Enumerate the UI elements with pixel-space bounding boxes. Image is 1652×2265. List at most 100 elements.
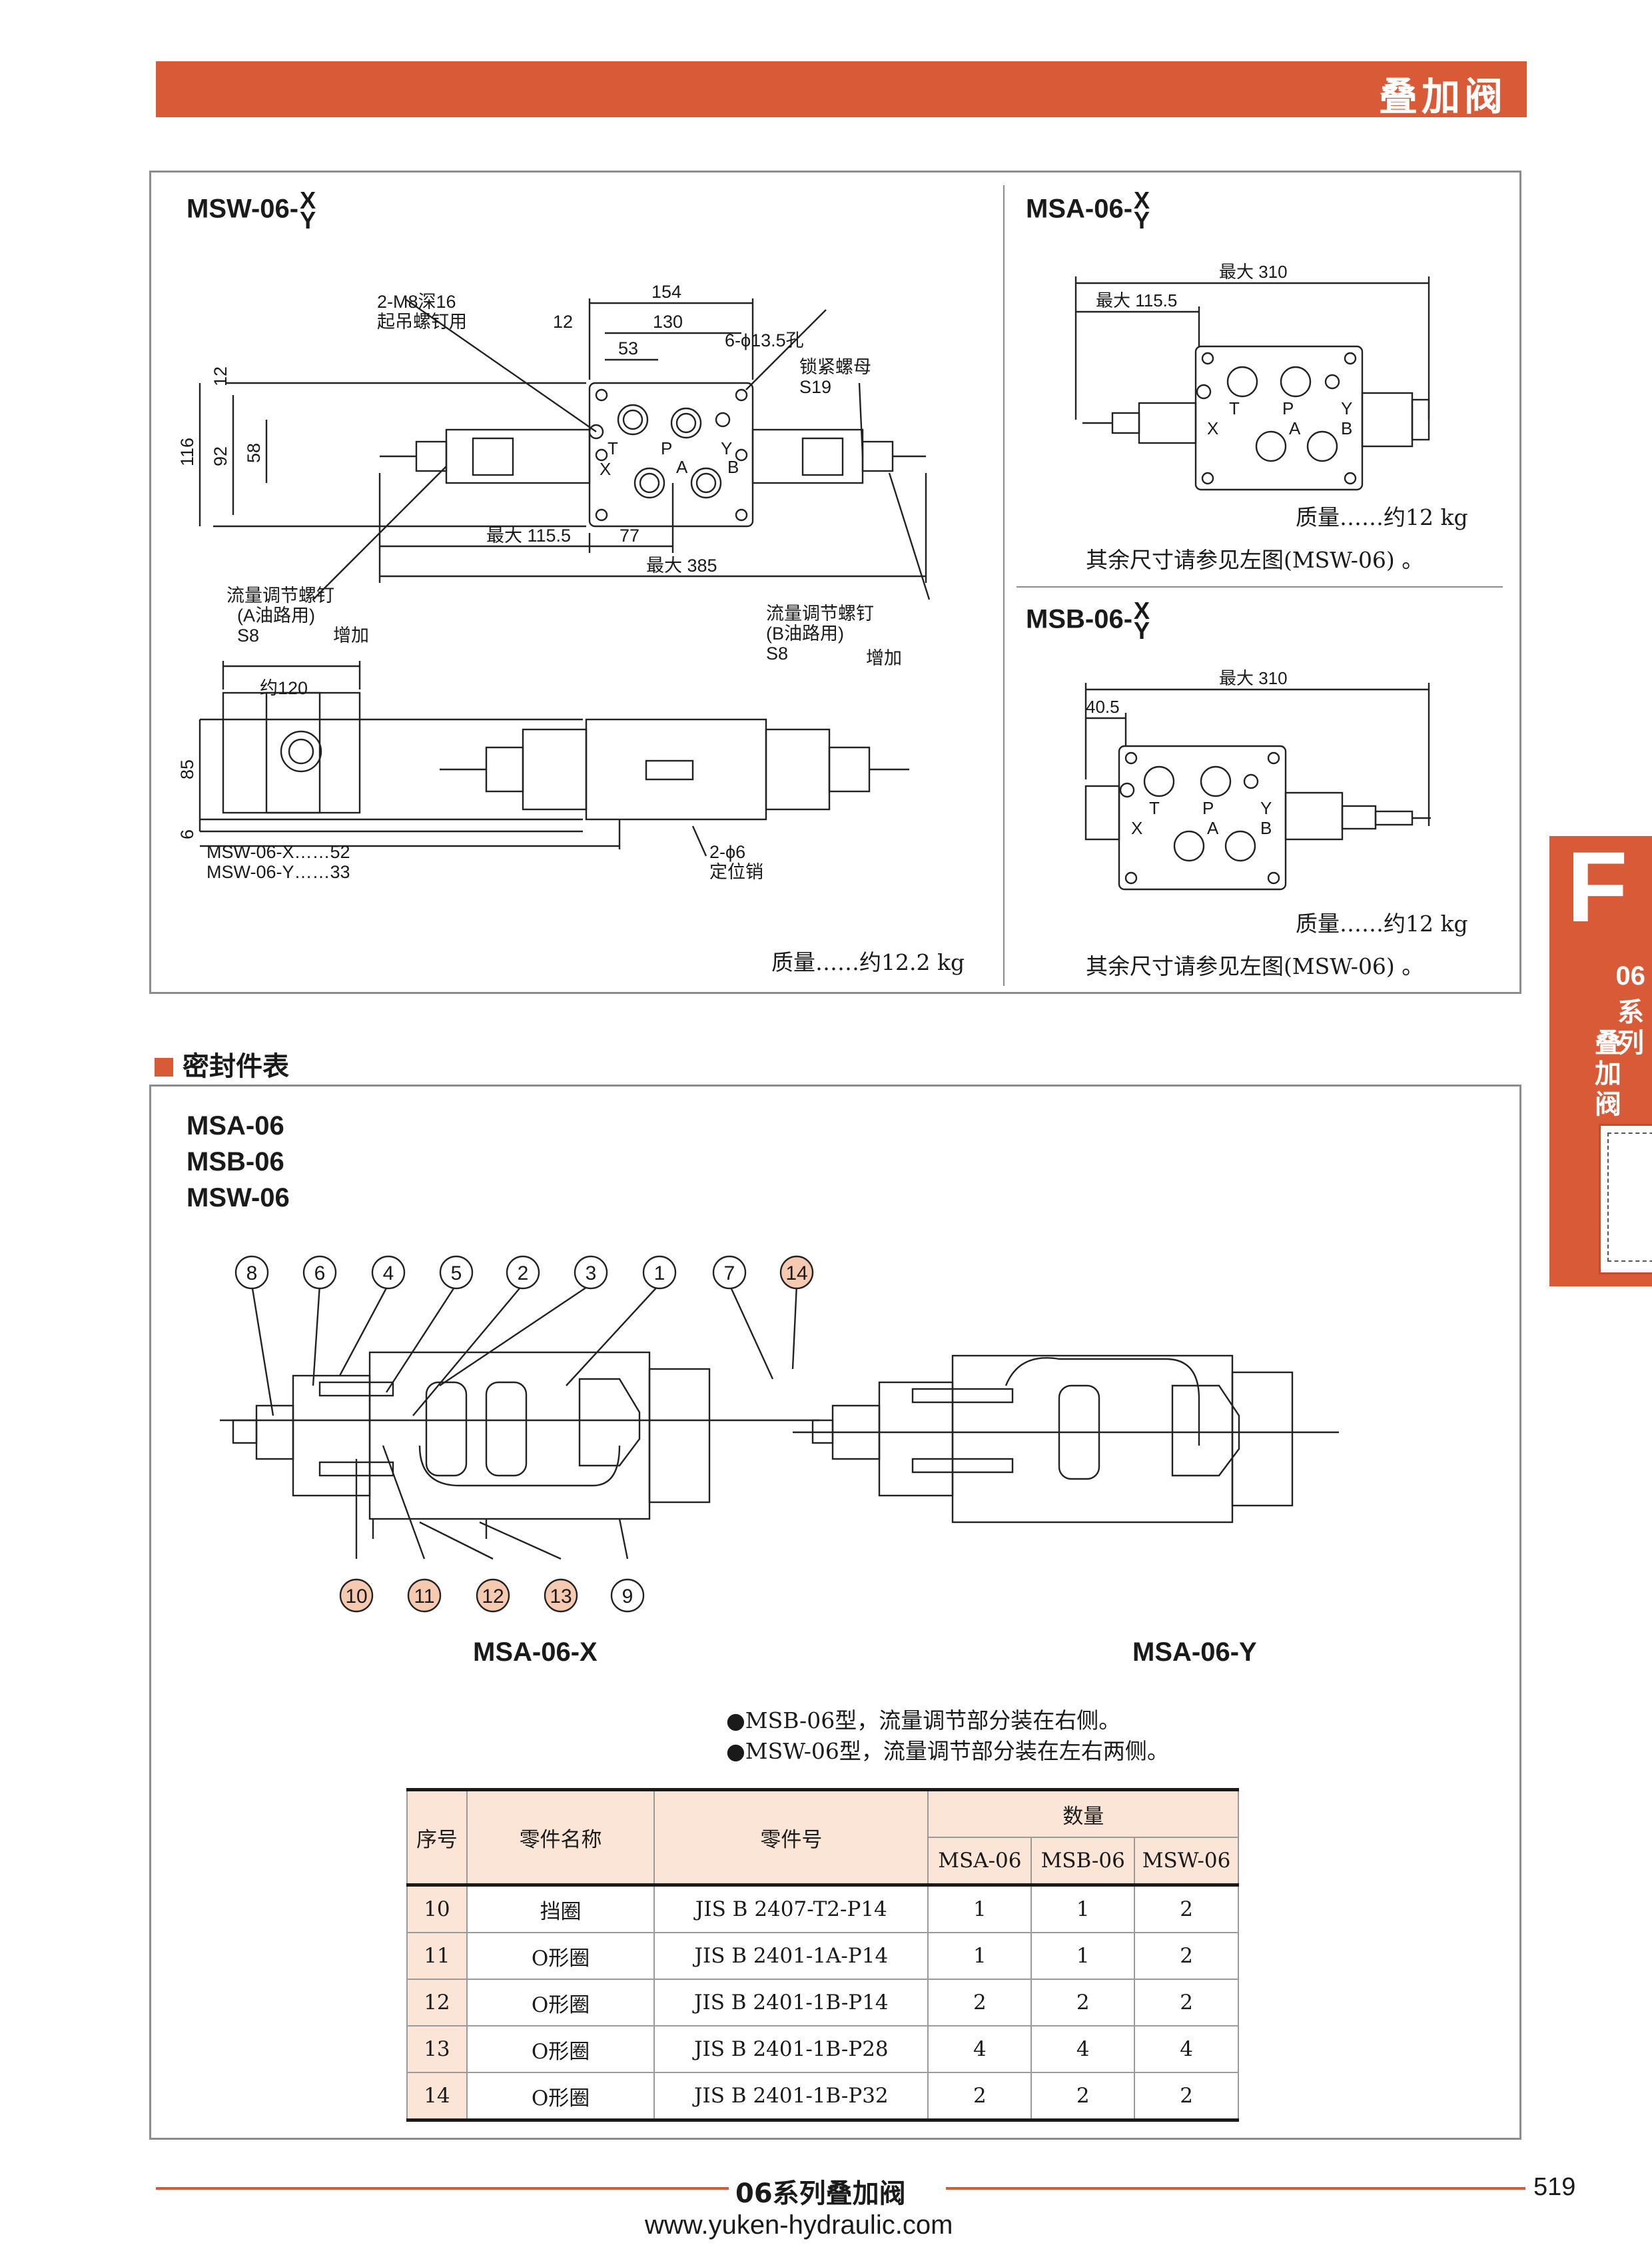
- row-part: JIS B 2401-1B-P32: [653, 2072, 929, 2121]
- side-tab-series-number: 06: [1615, 961, 1646, 991]
- side-tab-letter: F: [1567, 831, 1628, 943]
- callout-8-label: 8: [246, 1262, 258, 1284]
- row-qty-msa: 2: [927, 2072, 1032, 2121]
- dim-about-120: 约120: [260, 678, 308, 698]
- dim-max-385: 最大 385: [646, 556, 717, 576]
- col-header-msw: MSW-06: [1134, 1837, 1239, 1886]
- row-no: 12: [406, 1979, 468, 2027]
- callout-10-label: 10: [345, 1586, 367, 1607]
- row-part: JIS B 2401-1A-P14: [653, 1932, 929, 1980]
- header-bar: 叠加阀: [156, 61, 1527, 119]
- page-title: 叠加阀: [1378, 74, 1507, 119]
- msa-mass: 质量……约12 kg: [1296, 504, 1468, 530]
- dim-154: 154: [651, 282, 681, 302]
- msa-max-310: 最大 310: [1219, 262, 1288, 282]
- dim-6: 6: [177, 829, 197, 839]
- side-tab-index-box: [1599, 1124, 1652, 1274]
- dim-12-top: 12: [553, 312, 573, 332]
- side-tab: F 06 系 列 叠 加 阀: [1549, 831, 1652, 1286]
- pin-label: 2-ϕ6: [709, 842, 745, 862]
- msb-model-y: Y: [1134, 617, 1150, 644]
- callout-6-label: 6: [314, 1262, 326, 1284]
- msw-model-x: X: [300, 187, 316, 214]
- msb-drawing: 最大 310 40.5 T P Y X A B: [1084, 668, 1431, 891]
- row-qty-msw: 2: [1134, 1883, 1239, 1933]
- flow-screw-b-2: (B油路用): [766, 624, 844, 644]
- msa-model-y: Y: [1134, 207, 1150, 234]
- flow-screw-a-2: (A油路用): [237, 606, 315, 626]
- row-qty-msw: 4: [1134, 2025, 1239, 2073]
- msa-port-p: P: [1282, 398, 1294, 418]
- dim-92: 92: [210, 446, 230, 466]
- row-qty-msw: 2: [1134, 1932, 1239, 1980]
- row-qty-msb: 1: [1031, 1883, 1136, 1933]
- pin-purpose: 定位销: [709, 862, 763, 882]
- callout-10: [339, 1578, 374, 1613]
- flow-screw-b-3: S8: [766, 644, 788, 664]
- row-qty-msa: 4: [927, 2025, 1032, 2073]
- callout-4-label: 4: [383, 1262, 394, 1284]
- table-row: 13 O形圈 JIS B 2401-1B-P28 4 4 4: [406, 2025, 1239, 2073]
- col-header-no: 序号: [406, 1789, 468, 1886]
- msa-model-x: X: [1134, 187, 1150, 214]
- callout-12: [476, 1578, 510, 1613]
- row-no: 13: [406, 2025, 468, 2073]
- row-qty-msb: 2: [1031, 2072, 1136, 2121]
- msw-mass: 质量……约12.2 kg: [771, 949, 965, 975]
- msb-max-310: 最大 310: [1219, 668, 1288, 688]
- side-tab-text-2: 列: [1617, 1028, 1644, 1059]
- caption-msa-06-y: MSA-06-Y: [1132, 1637, 1257, 1667]
- table-row: 14 O形圈 JIS B 2401-1B-P32 2 2 2: [406, 2072, 1239, 2121]
- side-tab-inner: 06 系 列 叠 加 阀: [1593, 956, 1652, 1282]
- msb-mass: 质量……约12 kg: [1296, 911, 1468, 937]
- flow-screw-a-1: 流量调节螺钉: [226, 586, 334, 606]
- msw-port-x: X: [600, 459, 611, 479]
- msa-port-x: X: [1207, 418, 1218, 438]
- row-part: JIS B 2407-T2-P14: [653, 1883, 929, 1933]
- msb-note: 其余尺寸请参见左图(MSW-06) 。: [1086, 953, 1424, 979]
- side-tab-text-1: 系: [1617, 997, 1644, 1028]
- callout-8: [234, 1255, 269, 1290]
- msw-port-y: Y: [721, 438, 732, 458]
- row-name: O形圈: [466, 2025, 655, 2073]
- row-name: O形圈: [466, 1932, 655, 1980]
- len-x: MSW-06-X……52: [206, 842, 350, 862]
- dim-77: 77: [620, 526, 639, 546]
- footer-title: 06系列叠加阀: [735, 2178, 906, 2209]
- row-name: O形圈: [466, 2072, 655, 2121]
- msw-port-p: P: [661, 438, 672, 458]
- callout-7: [712, 1255, 747, 1290]
- dim-116: 116: [177, 438, 197, 466]
- callout-14: [779, 1255, 814, 1290]
- caption-msa-06-x: MSA-06-X: [473, 1637, 598, 1667]
- callout-11: [407, 1578, 442, 1613]
- callout-5-label: 5: [451, 1262, 462, 1284]
- row-qty-msb: 1: [1031, 1932, 1136, 1980]
- dim-12-side: 12: [210, 366, 230, 386]
- seal-section-drawing: 8 6 4 5 2 3 1 7 14 10 11 12 13 9: [220, 1255, 1339, 1613]
- seal-heading-text: 密封件表: [183, 1051, 289, 1082]
- lock-nut-label: 锁紧螺母: [799, 357, 871, 377]
- row-qty-msa: 2: [927, 1979, 1032, 2027]
- callout-14-label: 14: [785, 1262, 807, 1284]
- callout-7-label: 7: [724, 1262, 735, 1284]
- col-header-name: 零件名称: [466, 1789, 655, 1886]
- dim-max-115-5: 最大 115.5: [486, 526, 571, 546]
- seal-model-1: MSA-06: [187, 1111, 284, 1140]
- msa-max-115-5: 最大 115.5: [1096, 290, 1177, 310]
- callout-2-label: 2: [518, 1262, 529, 1284]
- callout-3-label: 3: [586, 1262, 597, 1284]
- seal-note-2: ●MSW-06型，流量调节部分装在左右两侧。: [726, 1738, 1169, 1764]
- msw-port-b: B: [727, 457, 739, 477]
- callout-13-label: 13: [550, 1586, 572, 1607]
- panel-divider-horizontal: [1017, 586, 1503, 588]
- row-no: 10: [406, 1883, 468, 1933]
- msb-port-b: B: [1260, 818, 1272, 838]
- footer-line-left: [156, 2187, 729, 2190]
- flow-screw-a-3: S8: [237, 626, 259, 646]
- lift-screw-label: 2-M8深16: [377, 292, 456, 312]
- msw-model-y: Y: [300, 207, 316, 234]
